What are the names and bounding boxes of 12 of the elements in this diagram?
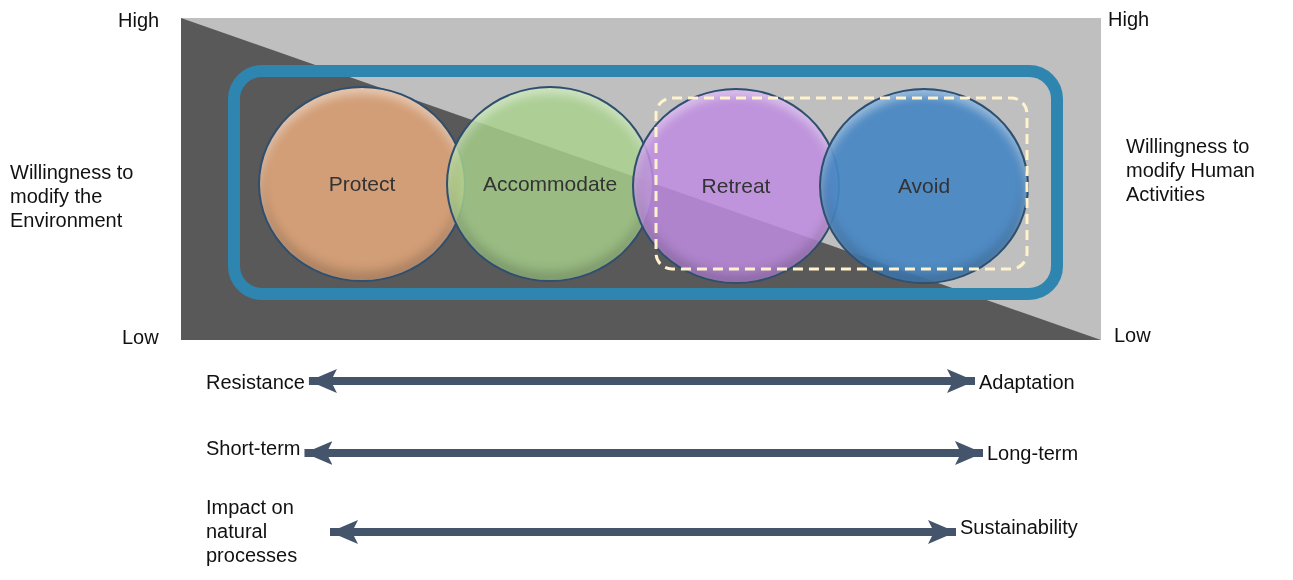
axis-level-label: Low: [122, 325, 159, 349]
axis-end-label: Impact on natural processes: [206, 495, 326, 567]
axis-end-label: Resistance: [206, 370, 305, 394]
axis-end-label: Sustainability: [960, 515, 1078, 539]
axis-level-label: High: [1108, 7, 1150, 31]
axis-end-label: Short-term: [206, 436, 301, 460]
axis-title: Willingness to modify the Environment: [10, 160, 135, 232]
axis-title: Willingness to modify Human Activities: [1126, 134, 1256, 206]
axis-end-label: Adaptation: [979, 370, 1075, 394]
axis-level-label: High: [118, 8, 160, 32]
axis-end-label: Long-term: [987, 441, 1079, 465]
axis-level-label: Low: [1114, 323, 1151, 347]
